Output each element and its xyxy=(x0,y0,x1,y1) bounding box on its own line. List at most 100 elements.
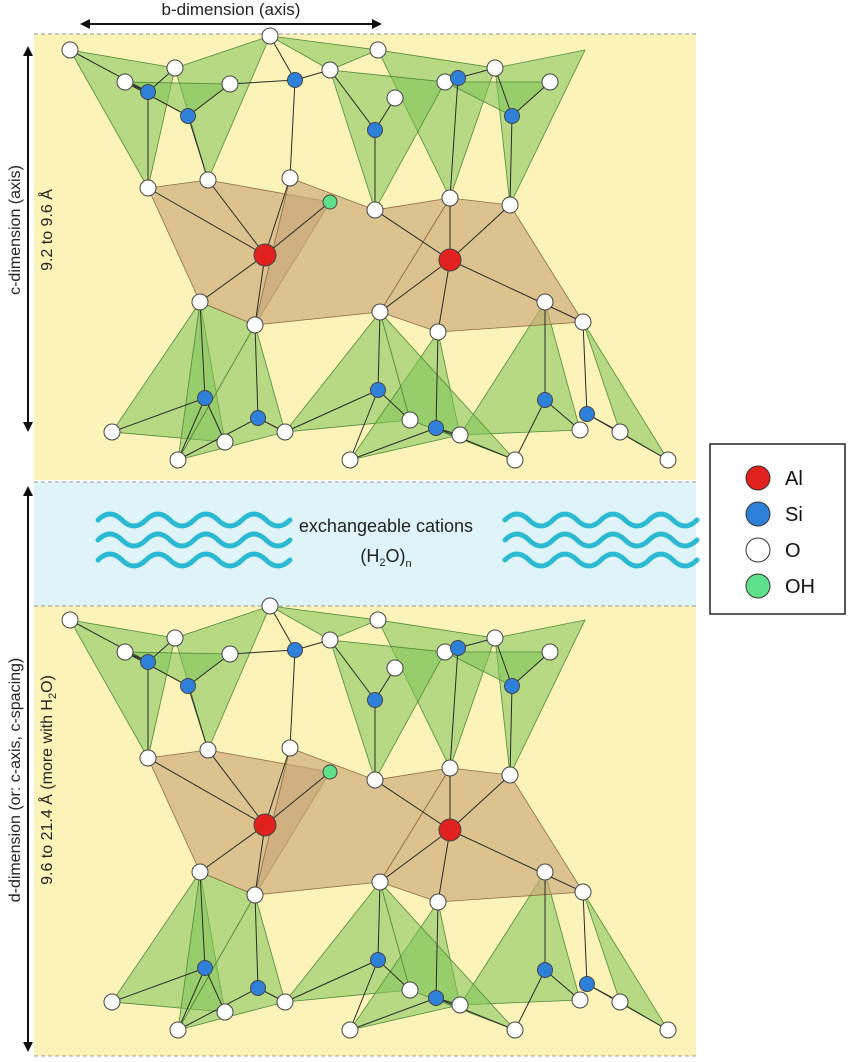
oxygen-atom-28 xyxy=(401,981,419,999)
aluminum-atom-1 xyxy=(438,248,462,272)
bond-36 xyxy=(254,324,259,419)
d-dimension-range: 9.6 to 21.4 Å (more with H2O) xyxy=(37,675,59,885)
oxygen-atom-33 xyxy=(659,1021,677,1039)
bond-28 xyxy=(449,204,511,261)
d-dimension-label: d-dimension (or: c-axis, c-spacing) xyxy=(7,658,24,903)
tetrahedron-6 xyxy=(329,69,446,212)
silicon-atom-8 xyxy=(370,382,386,398)
bond-33 xyxy=(111,397,206,433)
bond-6 xyxy=(187,115,209,181)
bond-45 xyxy=(349,427,437,461)
oxygen-atom-6 xyxy=(321,61,339,79)
oxygen-atom-7 xyxy=(386,659,404,677)
silicon-atom-3 xyxy=(367,692,383,708)
bond-26 xyxy=(374,209,451,261)
oxygen-atom-23 xyxy=(103,423,121,441)
oxygen-atom-21 xyxy=(536,293,554,311)
oxygen-atom-19 xyxy=(371,873,389,891)
bond-25 xyxy=(264,177,291,256)
bond-50 xyxy=(582,891,588,985)
bond-16 xyxy=(449,647,459,769)
oxygen-atom-3 xyxy=(116,643,134,661)
oxygen-atom-6 xyxy=(321,631,339,649)
bond-31 xyxy=(449,259,584,323)
svg-text:Al: Al xyxy=(785,468,803,490)
oxygen-atom-24 xyxy=(169,451,187,469)
oxygen-atom-1 xyxy=(261,597,279,615)
wave-left-2 xyxy=(95,551,293,569)
bond-22 xyxy=(264,771,331,826)
svg-text:OH: OH xyxy=(785,576,815,598)
bond-21 xyxy=(207,179,266,256)
bond-5 xyxy=(124,81,189,117)
oxygen-atom-24 xyxy=(169,1021,187,1039)
oxygen-atom-25 xyxy=(216,1003,234,1021)
silicon-atom-8 xyxy=(370,952,386,968)
svg-text:Si: Si xyxy=(785,504,803,526)
aluminum-atom-0 xyxy=(253,243,277,267)
oxygen-atom-26 xyxy=(276,423,294,441)
silicon-atom-5 xyxy=(504,108,520,124)
bond-39 xyxy=(377,881,381,961)
bond-20 xyxy=(147,757,266,826)
oxygen-atom-12 xyxy=(199,741,217,759)
wave-right-0 xyxy=(502,511,700,529)
oxygen-atom-26 xyxy=(276,993,294,1011)
oxygen-atom-2 xyxy=(369,611,387,629)
oxygen-atom-10 xyxy=(541,643,559,661)
water-waves xyxy=(95,511,700,569)
silicon-atom-1 xyxy=(287,72,303,88)
silicon-atom-0 xyxy=(140,654,156,670)
bond-4 xyxy=(187,653,231,687)
bond-42 xyxy=(284,389,379,433)
oxygen-atom-21 xyxy=(536,863,554,881)
oxygen-atom-20 xyxy=(429,893,447,911)
bond-35 xyxy=(177,967,206,1031)
oxygen-atom-2 xyxy=(369,41,387,59)
oxygen-atom-14 xyxy=(366,201,384,219)
bond-10 xyxy=(229,79,296,85)
interlayer-label-water: (H2O)n xyxy=(360,546,411,570)
oxygen-atom-29 xyxy=(451,996,469,1014)
bond-28 xyxy=(449,774,511,831)
bond-20 xyxy=(147,187,266,256)
silicon-atom-6 xyxy=(197,960,213,976)
oxygen-atom-18 xyxy=(246,886,264,904)
bond-29 xyxy=(437,829,451,903)
bond-43 xyxy=(435,331,439,429)
c-dimension-range: 9.2 to 9.6 Å xyxy=(37,189,56,271)
bond-13 xyxy=(329,639,376,701)
silicon-atom-3 xyxy=(367,122,383,138)
oxygen-atom-9 xyxy=(486,59,504,77)
oxygen-atom-10 xyxy=(541,73,559,91)
oxygen-atom-14 xyxy=(366,771,384,789)
bond-10 xyxy=(229,649,296,655)
legend-item-o: O xyxy=(745,537,801,563)
bond-46 xyxy=(435,997,516,1031)
oxygen-atom-25 xyxy=(216,433,234,451)
oxygen-atom-27 xyxy=(341,451,359,469)
aluminum-atom-1 xyxy=(438,818,462,842)
oxygen-atom-29 xyxy=(451,426,469,444)
bond-30 xyxy=(379,829,451,883)
bond-49 xyxy=(514,399,546,461)
oxygen-atom-0 xyxy=(61,611,79,629)
silicon-atom-7 xyxy=(250,410,266,426)
oxygen-atom-17 xyxy=(191,863,209,881)
bond-43 xyxy=(435,901,439,999)
b-dimension-label: b-dimension (axis) xyxy=(162,0,301,19)
oxygen-atom-23 xyxy=(103,993,121,1011)
oxygen-atom-5 xyxy=(221,645,239,663)
oxygen-atom-13 xyxy=(281,169,299,187)
legend-item-oh: OH xyxy=(745,573,815,599)
oxygen-atom-31 xyxy=(571,421,589,439)
oxygen-atom-1 xyxy=(261,27,279,45)
oxygen-atom-11 xyxy=(139,749,157,767)
bond-30 xyxy=(379,259,451,313)
bond-9 xyxy=(289,79,296,179)
oxygen-atom-16 xyxy=(501,766,519,784)
oxygen-atom-20 xyxy=(429,323,447,341)
wave-right-1 xyxy=(502,531,700,549)
oxygen-atom-31 xyxy=(571,991,589,1009)
